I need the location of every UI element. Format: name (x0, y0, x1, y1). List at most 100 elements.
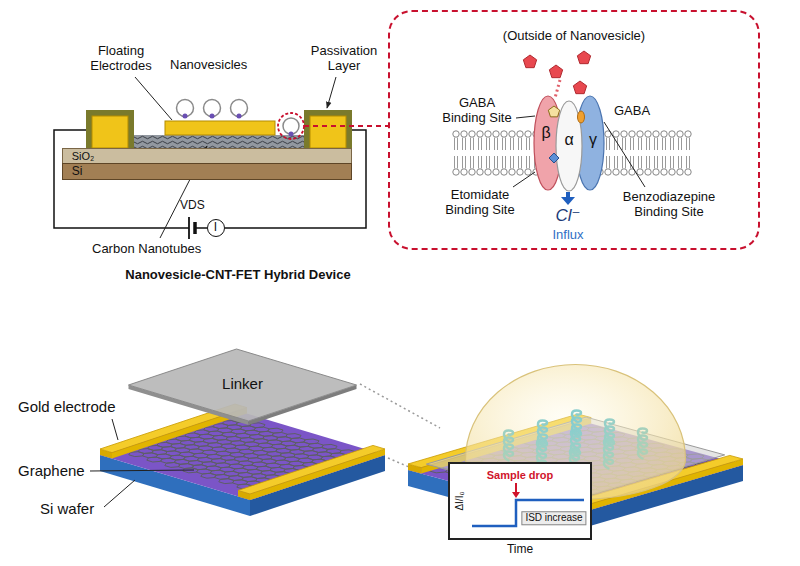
lipid-tail (633, 156, 634, 169)
lipid-head (661, 169, 667, 175)
sio2-layer: SiO₂ (62, 148, 352, 164)
lipid-head (685, 131, 691, 137)
gaba-molecule (549, 65, 562, 78)
binding-path (555, 80, 560, 98)
leader-line (516, 116, 535, 118)
lipid-tail (606, 138, 607, 151)
etomidate-binding-site (549, 153, 559, 163)
lipid-tail (478, 156, 479, 169)
leader-line (327, 77, 336, 108)
lipid-tail (462, 138, 463, 151)
text-holder: (Outside of Nanovesicle) (503, 29, 645, 44)
lipid-head (525, 169, 531, 175)
lipid-tail (689, 156, 690, 169)
nanotube-layer (128, 135, 310, 148)
node-text: Linker (222, 375, 263, 392)
lipid-head (501, 169, 507, 175)
node-text: I (214, 221, 217, 235)
node-text: Sample drop (487, 469, 554, 482)
lipid-tail (673, 138, 674, 151)
lipid-tail (497, 156, 498, 169)
battery-symbol (193, 222, 197, 234)
lipid-tail (454, 156, 455, 169)
lipid-tail (494, 138, 495, 151)
lipid-tail (646, 156, 647, 169)
lipid-head (525, 131, 531, 137)
node-text: (Outside of Nanovesicle) (503, 29, 645, 44)
text-holder: Sample drop (487, 469, 554, 482)
lipid-tail (654, 138, 655, 151)
lipid-tail (510, 156, 511, 169)
figure-caption-holder: Nanovesicle-CNT-FET Hybrid Device (0, 268, 476, 283)
part-label-holder: Passivation Layer (306, 44, 382, 74)
part-label-holder: Floating Electrodes (85, 44, 157, 74)
lipid-head (613, 169, 619, 175)
lipid-tail (518, 138, 519, 151)
fet-device (54, 77, 388, 239)
passivation-layer (304, 110, 352, 148)
lipid-tail (646, 138, 647, 151)
lipid-tail (489, 138, 490, 151)
lipid-head (517, 169, 523, 175)
lipid-tail (494, 156, 495, 169)
lipid-head (637, 169, 643, 175)
gold-electrode (250, 449, 385, 500)
part-label: Floating Electrodes (85, 44, 157, 74)
lipid-tail (481, 138, 482, 151)
gaba-binding-site (548, 106, 559, 117)
gaba-molecule (523, 55, 536, 68)
passivation-layer (86, 110, 134, 148)
lipid-tail (662, 138, 663, 151)
lipid-head (477, 169, 483, 175)
lipid-head (637, 131, 643, 137)
text-holder: ISD increase (521, 511, 586, 525)
lipid-tail (673, 156, 674, 169)
lipid-tail (662, 156, 663, 169)
lipid-head (461, 131, 467, 137)
lipid-tail (473, 156, 474, 169)
part-label-holder: Etomidate Binding Site (442, 188, 518, 218)
drain-electrode (310, 116, 346, 148)
leader-line (90, 470, 194, 471)
lipid-head (645, 131, 651, 137)
lipid-tail (526, 138, 527, 151)
gaba-molecule (573, 81, 586, 94)
lipid-tail (518, 156, 519, 169)
battery-symbol (188, 217, 190, 239)
lipid-head (501, 131, 507, 137)
lipid-head (629, 131, 635, 137)
lipid-head (613, 131, 619, 137)
lipid-tail (654, 156, 655, 169)
node-text: β (541, 124, 550, 142)
ion-label-holder: Cl⁻ (548, 206, 588, 226)
lipid-tail (617, 156, 618, 169)
lipid-head (677, 131, 683, 137)
molecule-label-holder: GABA (614, 104, 650, 119)
lipid-tail (633, 138, 634, 151)
influx-arrow (561, 197, 575, 205)
lipid-head (469, 131, 475, 137)
part-label: Etomidate Binding Site (442, 188, 518, 218)
leader-line (135, 77, 172, 120)
lipid-tail (481, 156, 482, 169)
lipid-tail (502, 156, 503, 169)
text-holder: α (564, 131, 573, 149)
drop-arrow (515, 483, 517, 493)
lipid-tail (657, 138, 658, 151)
lipid-tail (657, 156, 658, 169)
lipid-head (645, 169, 651, 175)
lipid-tail (470, 156, 471, 169)
lipid-tail (473, 138, 474, 151)
lipid-head (493, 169, 499, 175)
gold-electrode (238, 445, 385, 494)
lipid-head (509, 169, 515, 175)
lipid-tail (529, 156, 530, 169)
lipid-tail (521, 156, 522, 169)
lipid-tail (486, 138, 487, 151)
receptor-dot (210, 114, 215, 119)
lipid-head (685, 169, 691, 175)
lipid-tail (622, 138, 623, 151)
